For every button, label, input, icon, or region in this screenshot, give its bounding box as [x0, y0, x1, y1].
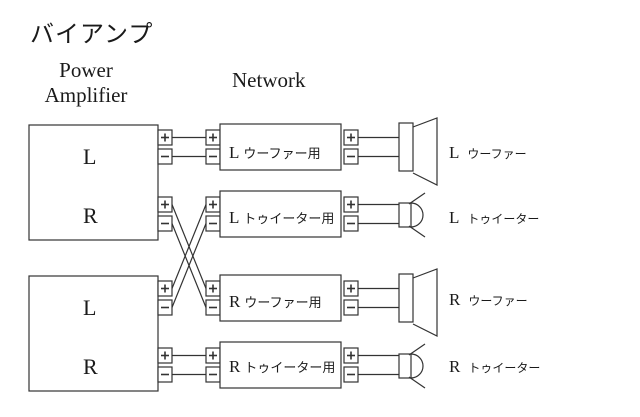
- speaker-r-tweeter-text: トゥイーター: [468, 361, 541, 375]
- power-amplifier-header-line1: Power: [59, 58, 113, 82]
- speaker-r-tweeter-label: R トゥイーター: [449, 357, 540, 377]
- power-amplifier-header-line2: Amplifier: [44, 83, 128, 107]
- power-amplifier-header: Power Amplifier: [22, 58, 150, 108]
- woofer-magnet: [398, 122, 414, 172]
- amplifier-box-1: [28, 124, 159, 241]
- network-box-l-woofer: [219, 123, 342, 171]
- amp-1-l-terminals: [157, 129, 173, 165]
- wire-cross-amp2l-minus: [171, 223, 207, 308]
- woofer-cone: [412, 117, 438, 186]
- network-r-tweeter-in-terminals: [205, 347, 221, 383]
- tweeter-wave-top: [408, 343, 426, 356]
- network-header: Network: [232, 68, 306, 92]
- network-l-tweeter-out-terminals: [343, 196, 359, 232]
- network-r-woofer-in-terminals: [205, 280, 221, 316]
- speaker-l-tweeter-channel: L: [449, 208, 460, 227]
- network-box-l-tweeter: [219, 190, 342, 238]
- network-boxes: [219, 123, 342, 389]
- speaker-r-woofer-label: R ウーファー: [449, 290, 528, 310]
- network-l-woofer-out-terminals: [343, 129, 359, 165]
- wire-cross-amp2l-plus: [171, 204, 207, 289]
- speaker-l-woofer-channel: L: [449, 143, 460, 162]
- speaker-l-woofer-label: L ウーファー: [449, 143, 527, 163]
- speakers: [398, 117, 438, 389]
- amp-2-channel-l: L: [83, 295, 97, 320]
- network-r-tweeter-channel: R: [229, 357, 241, 376]
- amp-1-channel-r: R: [83, 203, 98, 228]
- speaker-l-tweeter-icon: [398, 192, 426, 238]
- network-box-r-tweeter: [219, 341, 342, 389]
- speaker-l-woofer-icon: [398, 117, 438, 186]
- speaker-l-tweeter-label: L トゥイーター: [449, 208, 539, 228]
- tweeter-wave-top: [408, 192, 426, 205]
- amp-2-l-terminals: [157, 280, 173, 316]
- tweeter-wave-bottom: [408, 376, 426, 389]
- network-l-woofer-text: ウーファー用: [243, 147, 321, 162]
- speaker-r-tweeter-icon: [398, 343, 426, 389]
- network-l-tweeter-text: トゥイーター用: [243, 212, 335, 227]
- network-r-tweeter-out-terminals: [343, 347, 359, 383]
- speaker-r-woofer-text: ウーファー: [468, 294, 528, 308]
- network-l-tweeter-in-terminals: [205, 196, 221, 232]
- amp-2-r-terminals: [157, 347, 173, 383]
- speaker-r-woofer-icon: [398, 268, 438, 337]
- diagram-title: バイアンプ: [30, 20, 154, 48]
- speaker-r-tweeter-channel: R: [449, 357, 461, 376]
- network-r-woofer-out-terminals: [343, 280, 359, 316]
- tweeter-wave-bottom: [408, 225, 426, 238]
- terminals: [157, 129, 359, 383]
- amp-1-r-terminals: [157, 196, 173, 232]
- woofer-magnet: [398, 273, 414, 323]
- speaker-l-tweeter-text: トゥイーター: [467, 212, 540, 226]
- network-box-r-woofer: [219, 274, 342, 322]
- amp-1-channel-l: L: [83, 144, 97, 169]
- wires: [171, 136, 399, 376]
- network-r-woofer-text: ウーファー用: [244, 296, 322, 311]
- network-l-woofer-channel: L: [229, 143, 240, 162]
- tweeter-dome: [410, 202, 424, 228]
- network-r-tweeter-text: トゥイーター用: [244, 361, 336, 376]
- network-r-woofer-channel: R: [229, 292, 241, 311]
- amplifier-box-2: [28, 275, 159, 392]
- tweeter-dome: [410, 353, 424, 379]
- tweeter-body: [398, 353, 412, 379]
- woofer-cone: [412, 268, 438, 337]
- network-l-tweeter-channel: L: [229, 208, 240, 227]
- speaker-r-woofer-channel: R: [449, 290, 461, 309]
- speaker-l-woofer-text: ウーファー: [467, 147, 527, 161]
- tweeter-body: [398, 202, 412, 228]
- amp-2-channel-r: R: [83, 354, 98, 379]
- network-l-woofer-in-terminals: [205, 129, 221, 165]
